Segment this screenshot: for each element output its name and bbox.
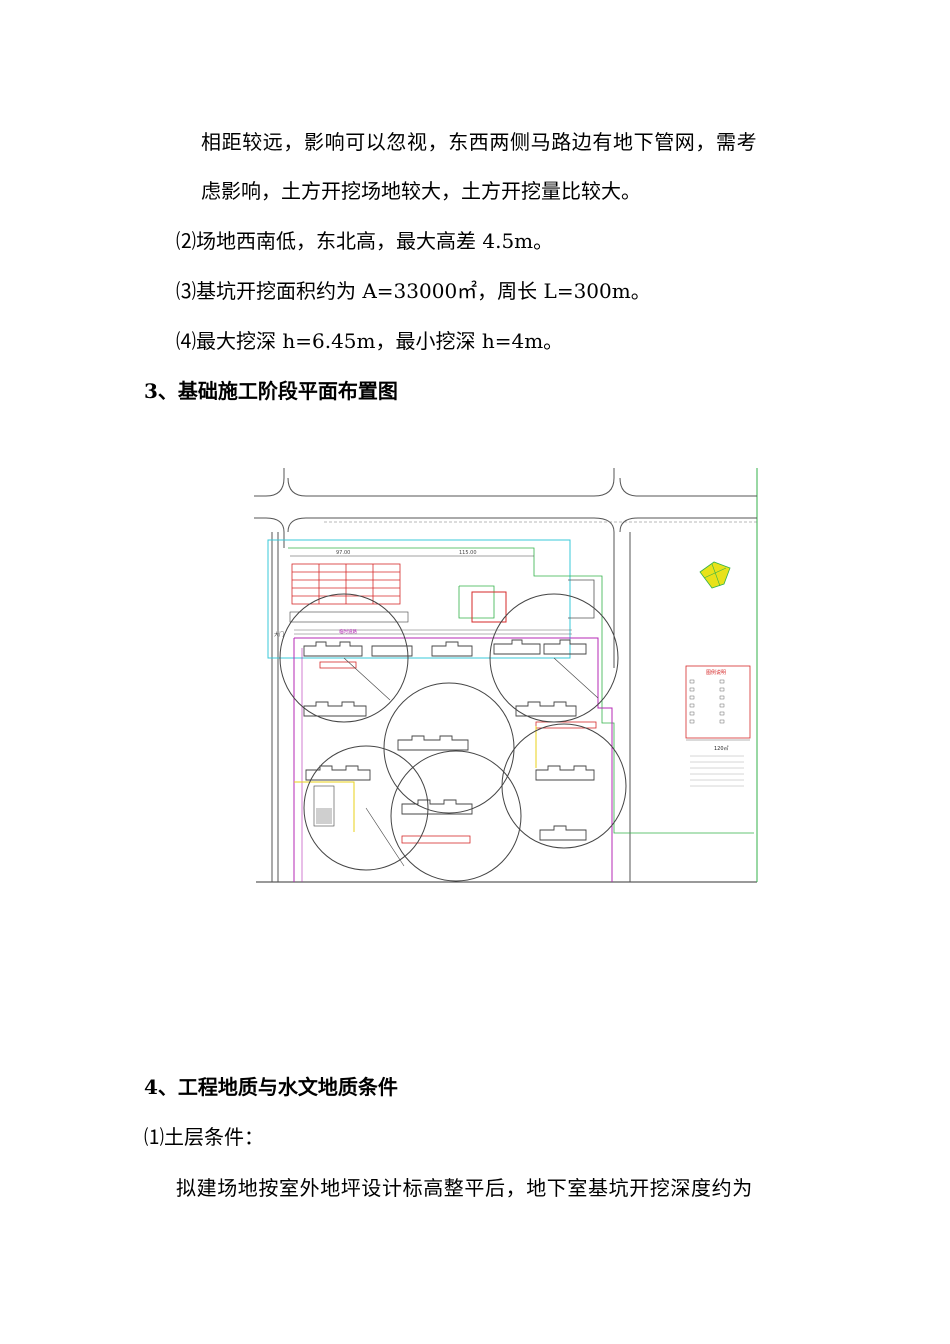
paragraph-continuation-line-2: 虑影响，土方开挖场地较大，土方开挖量比较大。: [201, 179, 641, 203]
list-item-elevation: ⑵场地西南低，东北高，最大高差 4.5m。: [176, 229, 554, 253]
temporary-road-label: 临时道路: [339, 628, 357, 635]
section-heading-geology: 4、工程地质与水文地质条件: [144, 1075, 398, 1099]
paragraph-soil: 拟建场地按室外地坪设计标高整平后，地下室基坑开挖深度约为: [176, 1176, 753, 1200]
material-yard: [291, 563, 401, 605]
legend-total: 120㎡: [714, 745, 729, 752]
dimension-label-left: 97.00: [336, 550, 350, 556]
tower-crane-radius: [279, 593, 627, 882]
paragraph-continuation-line-1: 相距较远，影响可以忽视，东西两侧马路边有地下管网，需考: [201, 130, 758, 154]
list-item-soil-conditions: ⑴土层条件：: [144, 1125, 264, 1149]
legend-title: 图例说明: [706, 669, 726, 676]
tree-icon: [699, 561, 731, 589]
dimension-label-right: 115.00: [459, 550, 477, 556]
legend-box: 图例说明 120㎡: [685, 665, 751, 787]
list-item-excavation-depth: ⑷最大挖深 h=6.45m，最小挖深 h=4m。: [176, 329, 564, 353]
section-heading-site-layout: 3、基础施工阶段平面布置图: [144, 379, 398, 403]
building-outlines: [303, 639, 595, 841]
site-layout-figure: 97.00 115.00 临时道路 大门: [254, 468, 759, 884]
gate-label: 大门: [274, 631, 284, 638]
list-item-excavation-area: ⑶基坑开挖面积约为 A=33000㎡，周长 L=300m。: [176, 279, 651, 303]
